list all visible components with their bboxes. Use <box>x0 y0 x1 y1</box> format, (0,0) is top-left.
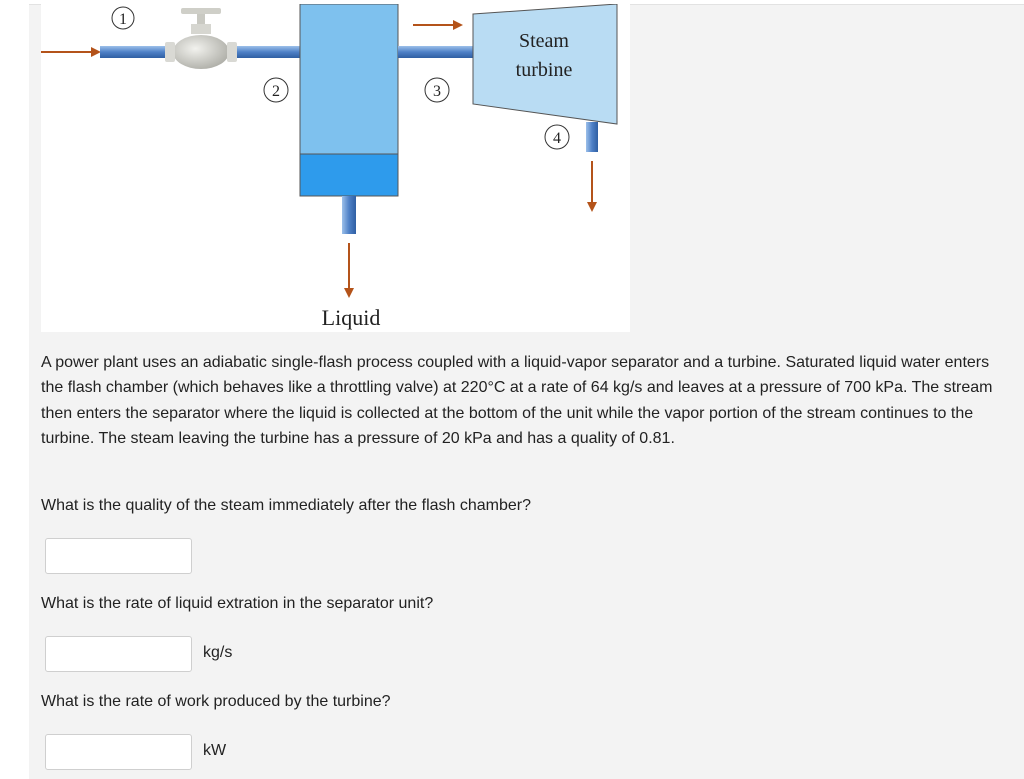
quality-answer-input[interactable] <box>45 538 192 574</box>
turbine-label-line1: Steam <box>519 30 569 52</box>
liquid-rate-unit: kg/s <box>203 644 233 661</box>
exhaust-flow-arrow <box>587 161 597 212</box>
work-rate-unit: kW <box>203 742 227 759</box>
turbine-outlet-pipe <box>586 122 598 152</box>
liquid-flow-arrow <box>344 243 354 298</box>
work-rate-answer-input[interactable] <box>45 734 192 770</box>
liquid-rate-answer-input[interactable] <box>45 636 192 672</box>
state-4-label: 4 <box>544 124 570 150</box>
state-3-text: 3 <box>433 83 441 100</box>
separator-unit <box>299 4 399 197</box>
flash-process-diagram: 1 Liquid 2 3 <box>41 4 630 332</box>
question-3-text: What is the rate of work produced by the… <box>41 693 391 710</box>
state-1-text: 1 <box>119 11 127 28</box>
state-3-label: 3 <box>424 77 450 103</box>
problem-statement: A power plant uses an adiabatic single-f… <box>41 354 993 448</box>
turbine-label-line2: turbine <box>516 59 573 81</box>
vapor-pipe <box>398 46 473 58</box>
liquid-label: Liquid <box>322 305 381 330</box>
state-2-text: 2 <box>272 83 280 100</box>
steam-turbine: Steam turbine <box>472 4 618 125</box>
state-2-label: 2 <box>263 77 289 103</box>
inlet-flow-arrow <box>41 47 101 57</box>
question-1-text: What is the quality of the steam immedia… <box>41 497 532 514</box>
liquid-outlet-pipe <box>342 196 356 234</box>
throttling-valve <box>165 8 237 69</box>
state-1-label: 1 <box>111 6 135 30</box>
question-2-text: What is the rate of liquid extration in … <box>41 595 434 612</box>
vapor-flow-arrow <box>413 20 463 30</box>
state-4-text: 4 <box>553 130 561 147</box>
diagram-svg: 1 Liquid 2 3 <box>41 4 618 330</box>
